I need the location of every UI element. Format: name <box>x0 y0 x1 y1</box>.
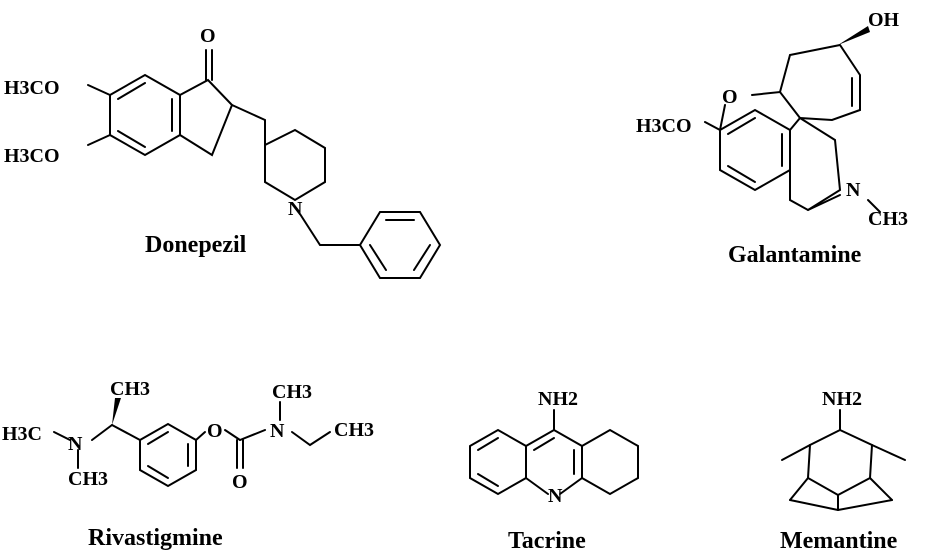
galantamine-hydroxyl: OH <box>868 9 900 31</box>
memantine-name: Memantine <box>780 528 898 554</box>
rivastigmine-name: Rivastigmine <box>88 525 223 551</box>
rivastigmine-carbamate-methyl: CH3 <box>272 381 312 403</box>
galantamine-name: Galantamine <box>728 242 862 268</box>
galantamine-n-methyl: CH3 <box>868 208 908 230</box>
tacrine-structure: NH2 N Tacrine <box>469 388 639 554</box>
donepezil-nitrogen: N <box>288 198 303 220</box>
rivastigmine-structure: H3C N CH3 CH3 O O N CH3 CH3 Rivastigmine <box>2 378 374 551</box>
donepezil-methoxy-top: H3CO <box>4 77 60 99</box>
galantamine-nitrogen: N <box>846 179 861 201</box>
tacrine-amine: NH2 <box>538 388 578 410</box>
rivastigmine-n-methyl-bottom: CH3 <box>68 468 108 490</box>
tacrine-name: Tacrine <box>508 528 586 554</box>
galantamine-ring-oxygen: O <box>722 86 738 108</box>
rivastigmine-carbamate-nitrogen: N <box>270 420 285 442</box>
donepezil-structure: O H3CO H3CO N Donepezil <box>4 25 442 279</box>
rivastigmine-ethyl-methyl: CH3 <box>334 419 374 441</box>
donepezil-name: Donepezil <box>145 232 247 258</box>
rivastigmine-ester-oxygen: O <box>207 420 223 442</box>
galantamine-methoxy: H3CO <box>636 115 692 137</box>
rivastigmine-n-methyl-left: H3C <box>2 423 42 445</box>
memantine-amine: NH2 <box>822 388 862 410</box>
galantamine-structure: OH O H3CO N CH3 Galantamine <box>636 9 908 268</box>
donepezil-carbonyl-oxygen: O <box>200 25 216 47</box>
donepezil-methoxy-bottom: H3CO <box>4 145 60 167</box>
rivastigmine-alpha-methyl: CH3 <box>110 378 150 400</box>
rivastigmine-carbonyl-oxygen: O <box>232 471 248 493</box>
tacrine-ring-nitrogen: N <box>548 485 563 507</box>
memantine-structure: NH2 Memantine <box>780 388 906 554</box>
rivastigmine-amine-nitrogen: N <box>68 433 83 455</box>
